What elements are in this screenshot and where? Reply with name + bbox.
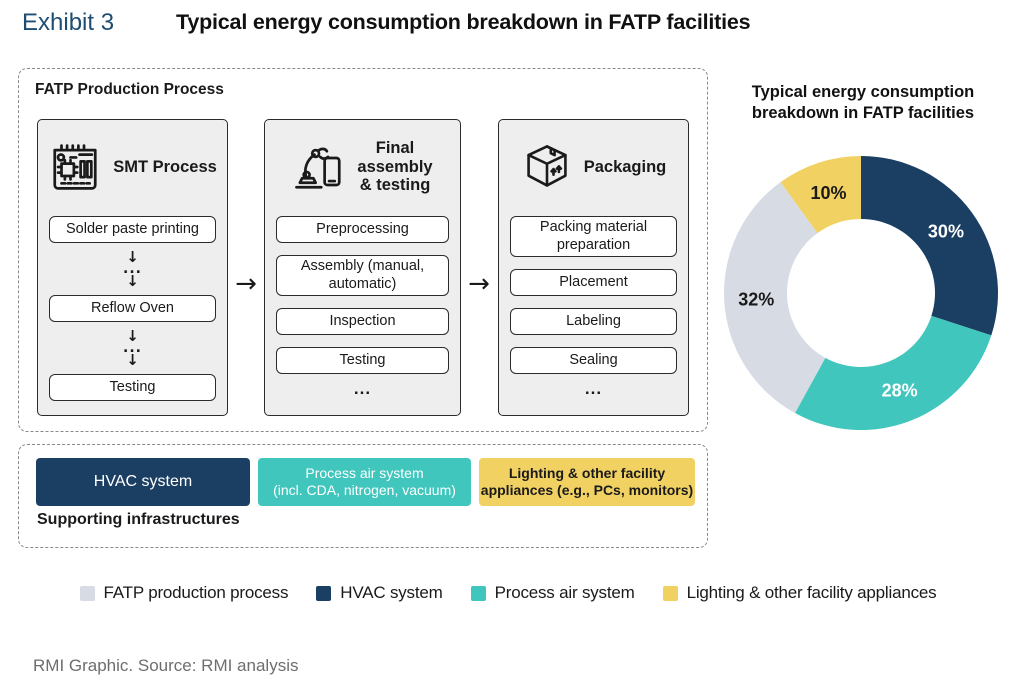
process-step: Labeling [510,308,677,336]
donut-segment-label: 28% [882,381,918,401]
infra-box-label: Lighting & other facility [508,464,666,481]
process-step: Preprocessing [276,216,449,243]
lighting-appliances-box: Lighting & other facility appliances (e.… [479,458,695,506]
process-step: Inspection [276,308,449,336]
supporting-infrastructures-panel: HVAC system Process air system (incl. CD… [18,444,708,548]
legend-item: Process air system [470,583,635,603]
donut-segment-label: 32% [738,290,774,310]
process-panel-title: FATP Production Process [35,81,224,98]
down-arrow-icon: ↓ [126,350,139,369]
process-step: Packing material preparation [510,216,677,258]
fatp-production-process-panel: FATP Production Process SMT Process Sold… [18,68,708,432]
donut-segment-label: 10% [811,183,847,203]
circuit-board-icon [53,144,97,190]
ellipsis-text: ... [584,379,603,399]
process-step: Sealing [510,347,677,375]
right-arrow-icon: → [468,269,490,299]
robot-arm-icon [295,147,341,189]
column-title: SMT Process [113,157,217,176]
donut-chart: 30% 28% 32% 10% [724,156,998,431]
infra-box-label: HVAC system [93,473,193,490]
legend-swatch [470,585,486,601]
legend-label: Lighting & other facility appliances [686,583,937,602]
process-step: Testing [49,374,216,401]
process-step: Assembly (manual, automatic) [276,255,449,297]
legend-item: Lighting & other facility appliances [662,583,937,603]
process-step: Placement [510,269,677,297]
ellipsis-text: ... [353,379,372,399]
chart-legend: FATP production process HVAC system Proc… [0,583,1016,603]
chart-title: Typical energy consumption breakdown in … [726,82,1000,123]
infra-box-label: Process air system [305,464,424,481]
donut-chart-wrap: 30% 28% 32% 10% [722,154,1000,432]
hvac-system-box: HVAC system [36,458,250,506]
legend-swatch [79,585,95,601]
assembly-column-header: Final assembly & testing [275,120,450,206]
process-step: Solder paste printing [49,216,216,243]
exhibit-label: Exhibit 3 [22,9,115,36]
process-air-system-box: Process air system (incl. CDA, nitrogen,… [258,458,471,506]
donut-segment-2 [724,182,826,414]
smt-column-header: SMT Process [48,120,217,206]
infra-box-sublabel: (incl. CDA, nitrogen, vacuum) [273,482,456,498]
process-step: Testing [276,347,449,375]
page-title: Typical energy consumption breakdown in … [176,10,751,34]
source-note: RMI Graphic. Source: RMI analysis [33,656,299,675]
flow-connector: ↓ ... ↓ [48,322,217,374]
legend-label: FATP production process [103,583,289,602]
infrastructure-panel-title: Supporting infrastructures [37,511,240,528]
legend-item: HVAC system [316,583,443,603]
smt-process-column: SMT Process Solder paste printing ↓ ... … [37,119,228,416]
ellipsis-text: ... [123,260,142,277]
legend-swatch [662,585,678,601]
packaging-column-header: Packaging [509,120,678,206]
package-box-icon [527,145,567,187]
flow-connector: ↓ ... ↓ [48,243,217,295]
right-arrow-icon: → [235,269,257,299]
donut-segment-1 [794,315,992,431]
process-step: Reflow Oven [49,295,216,322]
legend-swatch [316,585,332,601]
ellipsis-text: ... [123,339,142,356]
column-title: Packaging [583,157,667,176]
legend-item: FATP production process [79,583,289,603]
column-title: Final assembly & testing [357,139,433,195]
down-arrow-icon: ↓ [126,271,139,290]
down-arrow-icon: ↓ [126,247,139,266]
final-assembly-column: Final assembly & testing Preprocessing A… [264,119,461,416]
donut-segment-label: 30% [928,221,964,241]
legend-label: Process air system [494,583,635,602]
infra-box-sublabel: appliances (e.g., PCs, monitors) [480,482,694,498]
down-arrow-icon: ↓ [126,326,139,345]
donut-segment-3 [780,156,861,234]
chart-title-line1: Typical energy consumption [751,83,975,101]
packaging-column: Packaging Packing material preparation P… [498,119,689,416]
legend-label: HVAC system [340,583,443,602]
donut-segment-0 [861,156,998,336]
chart-title-line2: breakdown in FATP facilities [751,103,975,122]
